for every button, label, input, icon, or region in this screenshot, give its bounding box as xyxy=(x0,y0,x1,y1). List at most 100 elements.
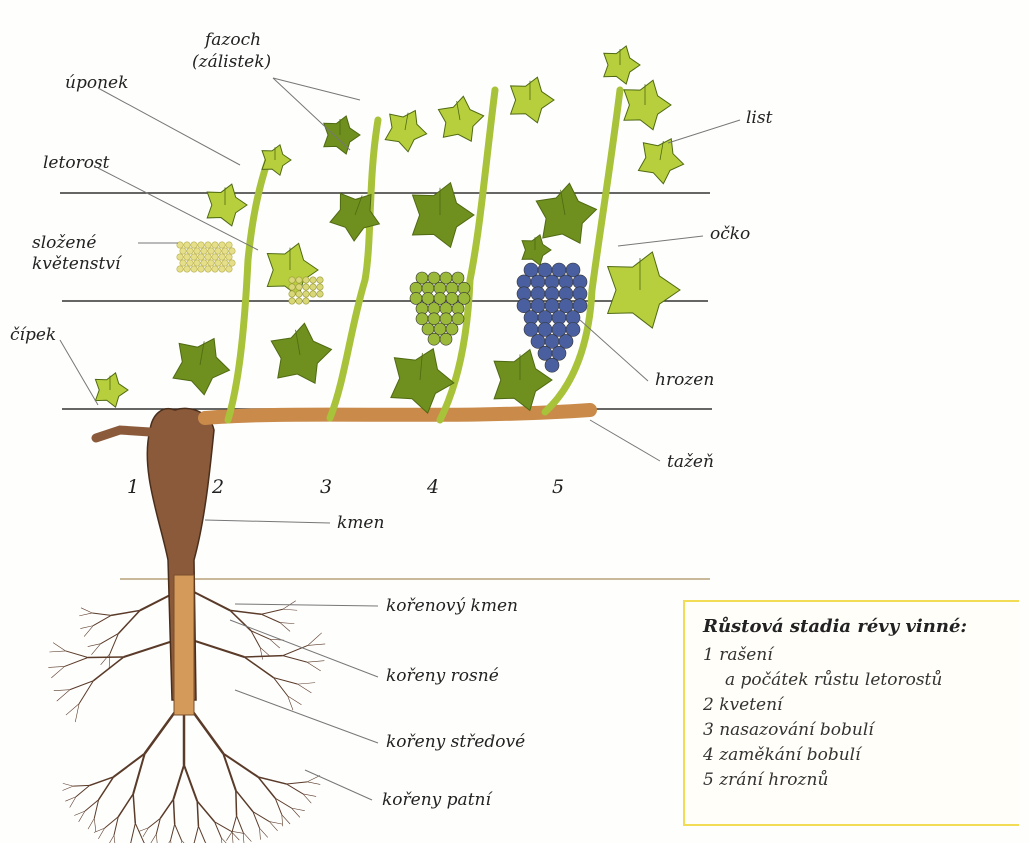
label-shoot: letorost xyxy=(43,153,109,173)
root xyxy=(223,754,258,777)
flower-bud xyxy=(198,242,204,248)
flower-bud xyxy=(219,254,225,260)
flower-bud xyxy=(198,266,204,272)
flower-bud xyxy=(191,254,197,260)
root xyxy=(237,816,244,832)
label-heel-roots: kořeny patní xyxy=(382,790,491,810)
label-inflorescence: květenství xyxy=(32,254,120,274)
leaf xyxy=(327,185,388,248)
root xyxy=(287,782,307,784)
flower-bud xyxy=(191,266,197,272)
label-root-trunk: kořenový kmen xyxy=(386,596,518,616)
label-bud: očko xyxy=(710,224,750,244)
root xyxy=(270,639,280,648)
root xyxy=(282,815,290,824)
grape-berry xyxy=(524,263,538,277)
flower-bud xyxy=(208,248,214,254)
root xyxy=(230,610,251,630)
flower-bud xyxy=(212,266,218,272)
label-lateral-shoot-alt: (zálistek) xyxy=(192,52,271,72)
spur xyxy=(96,430,150,438)
flower-bud xyxy=(184,266,190,272)
root xyxy=(307,662,321,671)
root xyxy=(307,775,320,781)
root xyxy=(79,681,93,704)
root xyxy=(244,657,273,678)
root xyxy=(261,614,280,622)
root xyxy=(93,615,111,625)
leaf xyxy=(324,116,360,154)
flower-bud xyxy=(310,277,316,283)
root xyxy=(288,696,302,705)
root xyxy=(223,754,236,791)
flower-bud xyxy=(317,291,323,297)
flower-bud xyxy=(191,242,197,248)
root xyxy=(53,643,66,651)
flower-bud xyxy=(229,260,235,266)
flower-bud xyxy=(201,260,207,266)
root-stem xyxy=(174,575,194,715)
flower-bud xyxy=(289,277,295,283)
leaf xyxy=(637,134,688,186)
root xyxy=(194,826,198,842)
root xyxy=(57,690,70,701)
label-lateral-shoot: fazoch xyxy=(205,30,261,50)
root xyxy=(94,818,96,831)
flower-bud xyxy=(205,242,211,248)
root xyxy=(151,834,157,843)
grape-berry xyxy=(531,299,545,313)
root xyxy=(133,794,135,823)
root xyxy=(88,818,94,829)
label-grape-cluster: hrozen xyxy=(655,370,714,390)
root xyxy=(76,785,90,796)
root xyxy=(135,823,143,842)
flower-bud xyxy=(215,260,221,266)
grape-berry xyxy=(552,263,566,277)
flower-bud xyxy=(180,248,186,254)
grape-berry xyxy=(552,346,566,360)
legend-item: 1 rašení xyxy=(703,643,1019,668)
root xyxy=(190,590,230,610)
root xyxy=(221,838,229,843)
root xyxy=(88,657,124,658)
grape-berry xyxy=(566,323,580,337)
leaf xyxy=(95,373,128,407)
label-cane: tažeň xyxy=(667,452,714,472)
flower-bud xyxy=(205,254,211,260)
grape-berry xyxy=(440,333,452,345)
label-leaf: list xyxy=(746,108,772,128)
root xyxy=(260,828,268,837)
flower-bud xyxy=(194,248,200,254)
grape-berry xyxy=(538,323,552,337)
label-middle-roots: kořeny středové xyxy=(386,732,525,752)
flower-bud xyxy=(226,266,232,272)
root xyxy=(198,826,205,842)
grape-berry xyxy=(545,334,559,348)
root xyxy=(298,683,315,685)
flower-bud xyxy=(317,284,323,290)
stage-number-5: 5 xyxy=(552,476,564,498)
root xyxy=(66,651,88,658)
root xyxy=(232,816,236,832)
leaf xyxy=(437,93,488,145)
leaf xyxy=(522,235,551,265)
grape-berry xyxy=(531,334,545,348)
stage-number-3: 3 xyxy=(320,476,332,498)
root xyxy=(124,640,176,657)
label-dew-roots: kořeny rosné xyxy=(386,666,499,686)
flower-bud xyxy=(222,260,228,266)
flower-bud xyxy=(222,248,228,254)
root xyxy=(287,784,303,794)
flower-bud xyxy=(303,298,309,304)
flower-bud xyxy=(212,242,218,248)
flower-bud xyxy=(289,298,295,304)
root xyxy=(70,681,93,690)
flower-bud xyxy=(310,291,316,297)
label-compound: složené xyxy=(32,233,96,253)
root xyxy=(260,828,261,839)
root xyxy=(73,785,89,786)
flower-bud xyxy=(198,254,204,260)
root xyxy=(156,834,157,843)
root xyxy=(93,657,123,681)
green-grape-cluster xyxy=(410,272,470,345)
